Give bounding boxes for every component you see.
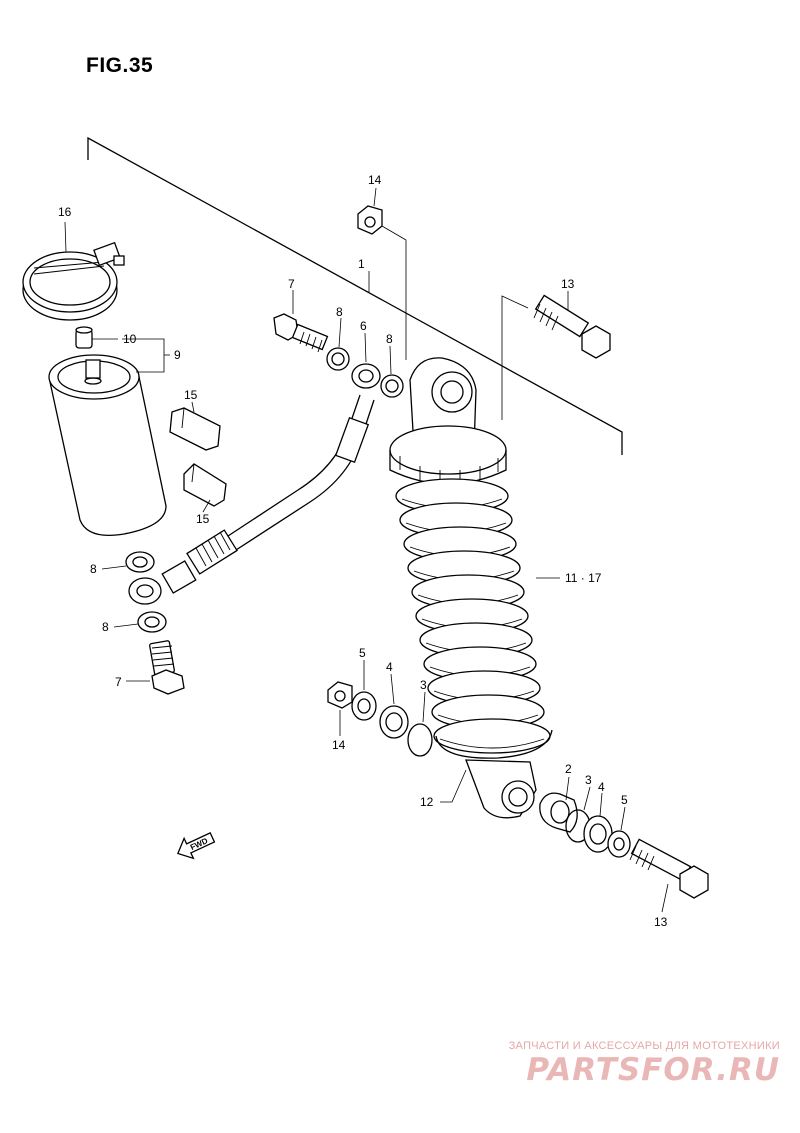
banjo-fitting-lower — [128, 577, 162, 605]
callout-13-bottom: 13 — [654, 915, 668, 929]
banjo-bolt-part-7-upper — [273, 313, 329, 353]
banjo-bolt-part-7-lower — [149, 640, 185, 695]
callout-leaders — [64, 187, 669, 913]
nut-part-14-top — [357, 205, 383, 235]
callout-2: 2 — [565, 762, 572, 776]
valve-cap-part-10 — [75, 326, 93, 349]
washer-part-8-c — [125, 551, 155, 573]
callout-3-left: 3 — [420, 678, 427, 692]
callout-5-right: 5 — [621, 793, 628, 807]
callout-14-lower: 14 — [332, 738, 346, 752]
banjo-fitting-upper — [351, 363, 381, 389]
callout-7-upper: 7 — [288, 277, 295, 291]
circlip-part-3-left — [407, 723, 433, 757]
callout-8-d: 8 — [102, 620, 109, 634]
callout-9: 9 — [174, 348, 181, 362]
callout-12: 12 — [420, 795, 434, 809]
callout-8-c: 8 — [90, 562, 97, 576]
washer-part-8-b — [380, 374, 404, 398]
seal-part-4-right — [583, 815, 613, 853]
watermark-logo: PARTSFOR.RU — [526, 1052, 780, 1088]
callout-7-lower: 7 — [115, 675, 122, 689]
callout-labels: 16 10 9 7 8 6 8 1 14 13 15 15 8 8 7 11 ·… — [58, 173, 668, 929]
hose-clamp-part-16 — [22, 241, 125, 321]
washer-part-8-d — [137, 611, 167, 633]
callout-4-left: 4 — [386, 660, 393, 674]
watermark-caption: ЗАПЧАСТИ И АКСЕССУАРЫ ДЛЯ МОТОТЕХНИКИ — [508, 1040, 780, 1052]
shock-lower-body-part-12 — [465, 759, 537, 819]
bearing-part-2 — [539, 792, 578, 833]
collar-part-5-right — [607, 830, 631, 858]
reservoir-canister-part-9 — [48, 354, 167, 537]
callout-8-a: 8 — [336, 305, 343, 319]
spring-coil-shade — [439, 738, 545, 749]
spring-seat — [389, 425, 507, 485]
callout-3-right: 3 — [585, 773, 592, 787]
callout-15-upper: 15 — [184, 388, 198, 402]
pad-part-15-upper — [169, 407, 221, 451]
fwd-arrow-icon: FWD — [177, 831, 216, 860]
bolt-part-13-top — [533, 294, 611, 359]
callout-10: 10 — [123, 332, 137, 346]
figure-title: FIG.35 — [86, 54, 154, 77]
seal-part-4-left — [379, 705, 409, 739]
callout-15-lower: 15 — [196, 512, 210, 526]
callout-1: 1 — [358, 257, 365, 271]
coil-spring-part-11-17 — [395, 478, 553, 759]
collar-part-5-left — [351, 691, 377, 721]
callout-4-right: 4 — [598, 780, 605, 794]
reservoir-hose — [161, 394, 375, 594]
pad-part-15-lower — [183, 463, 227, 507]
callout-16: 16 — [58, 205, 72, 219]
callout-14-top: 14 — [368, 173, 382, 187]
assembly-bracket-line — [87, 136, 623, 455]
spring-lower-seat — [435, 729, 553, 759]
washer-part-8-a — [326, 347, 350, 371]
nut-part-14-lower — [327, 681, 353, 709]
callout-11-17: 11 · 17 — [565, 571, 602, 585]
shock-upper-eye — [409, 357, 477, 449]
callout-6: 6 — [360, 319, 367, 333]
alignment-lines — [381, 225, 529, 420]
bolt-part-13-bottom — [629, 838, 709, 899]
callout-13-top: 13 — [561, 277, 575, 291]
callout-8-b: 8 — [386, 332, 393, 346]
callout-5-left: 5 — [359, 646, 366, 660]
